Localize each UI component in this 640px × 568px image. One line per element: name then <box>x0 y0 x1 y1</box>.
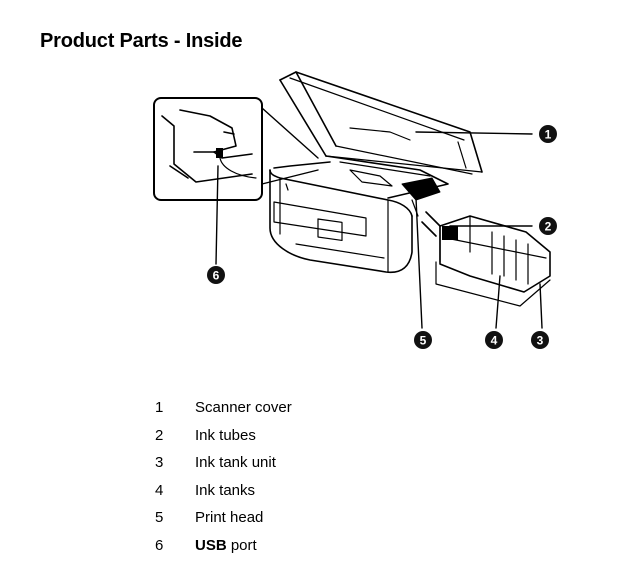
callout-6: 6 <box>213 269 220 283</box>
ink-tank-unit <box>421 211 551 307</box>
callout-3: 3 <box>537 334 544 348</box>
part-number: 5 <box>155 509 164 527</box>
page-title: Product Parts - Inside <box>40 30 243 52</box>
callout-4: 4 <box>491 334 498 348</box>
usb-port-detail-inset <box>153 97 319 201</box>
list-item: 6 USB port <box>155 536 292 564</box>
callout-2: 2 <box>545 220 552 234</box>
part-label: Ink tanks <box>195 481 256 499</box>
list-item: 4 Ink tanks <box>155 481 292 509</box>
part-label: Scanner cover <box>195 399 292 416</box>
list-item: 2 Ink tubes <box>155 426 292 454</box>
part-label: Ink tank unit <box>195 454 276 472</box>
part-number: 4 <box>155 481 164 499</box>
part-label-bold: USB <box>195 536 227 554</box>
parts-list: 1 Scanner cover 2 Ink tubes 3 Ink tank u… <box>155 398 292 564</box>
list-item: 1 Scanner cover <box>155 398 292 426</box>
part-number: 1 <box>155 399 164 416</box>
scanner-cover <box>279 71 483 175</box>
callout-1: 1 <box>545 128 552 142</box>
list-item: 5 Print head <box>155 508 292 536</box>
callout-badges: 1 2 3 4 5 6 <box>207 125 557 349</box>
part-label: USB port <box>195 536 257 564</box>
part-label: Print head <box>195 509 264 527</box>
printer-body <box>269 155 449 274</box>
printer-illustration: 1 2 3 4 5 6 <box>140 66 580 356</box>
list-item: 3 Ink tank unit <box>155 453 292 481</box>
part-number: 6 <box>155 536 164 554</box>
part-number: 2 <box>155 426 164 444</box>
part-label: Ink tubes <box>195 426 256 444</box>
callout-5: 5 <box>420 334 427 348</box>
leader-lines <box>215 131 543 329</box>
part-number: 3 <box>155 454 164 472</box>
part-label-rest: port <box>226 536 257 554</box>
